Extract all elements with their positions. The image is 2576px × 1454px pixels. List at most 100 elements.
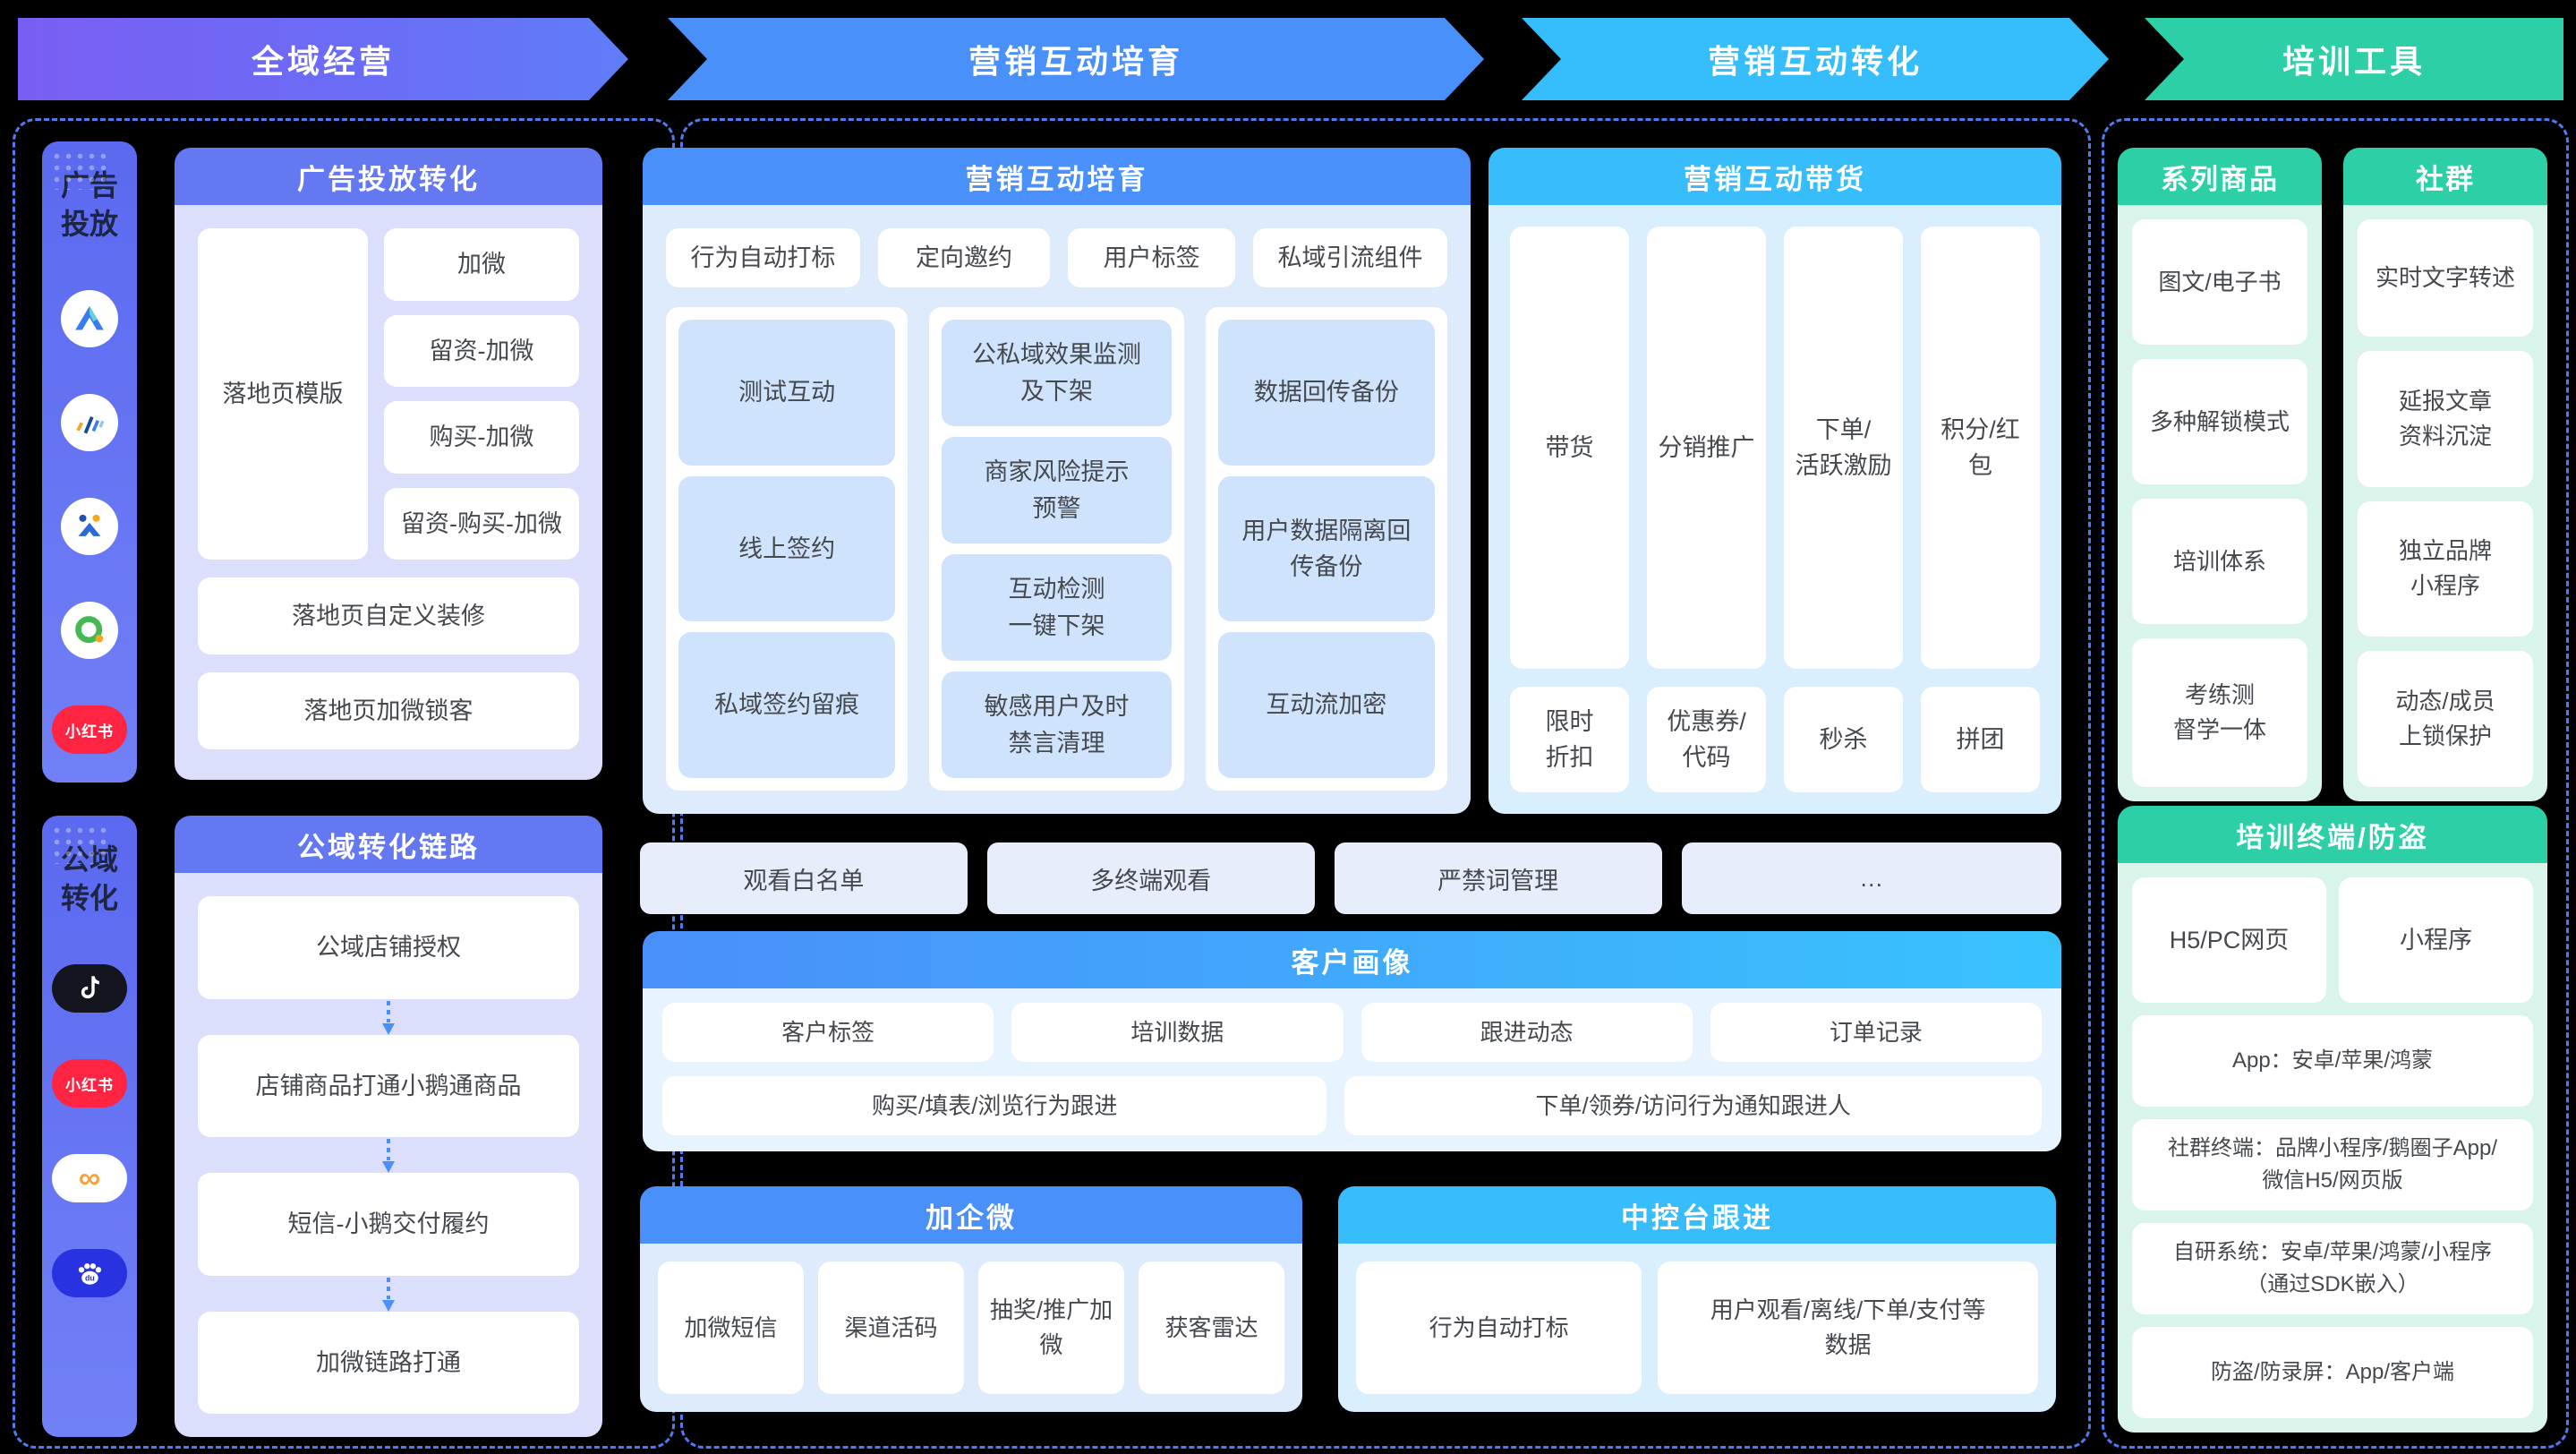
- node-tag: 私域引流组件: [1253, 228, 1447, 287]
- section-community: 社群 实时文字转述 延报文章 资料沉淀 独立品牌 小程序 动态/成员 上锁保护: [2343, 148, 2547, 801]
- node-chain-step: 加微链路打通: [198, 1311, 579, 1414]
- section-header: 培训终端/防盗: [2118, 806, 2547, 863]
- node-sell-mode: 分销推广: [1647, 227, 1766, 669]
- node-community: 实时文字转述: [2358, 219, 2533, 337]
- node-path: 留资-加微: [384, 314, 579, 387]
- node-feature: 商家风险提示 预警: [942, 437, 1172, 543]
- flow-step-label: 营销互动培育: [968, 43, 1183, 80]
- node-console: 用户观看/离线/下单/支付等 数据: [1658, 1262, 2038, 1394]
- node-sell-mode: 积分/红包: [1921, 227, 2040, 669]
- node-landing-custom: 落地页自定义装修: [198, 577, 579, 654]
- node-series: 培训体系: [2132, 499, 2307, 625]
- rail-public-label: 公域 转化: [60, 843, 118, 915]
- node-watch-feature: 严禁词管理: [1334, 842, 1662, 914]
- node-landing-template: 落地页模版: [198, 228, 368, 560]
- node-series: 多种解锁模式: [2132, 359, 2307, 485]
- nurture-column-1: 测试互动 线上签约 私域签约留痕: [666, 307, 908, 791]
- xiaohongshu-label: 小红书: [65, 1076, 114, 1094]
- node-console: 行为自动打标: [1356, 1262, 1642, 1394]
- node-terminal: 小程序: [2339, 877, 2533, 1003]
- infinity-glyph: ∞: [78, 1161, 101, 1196]
- selling-promo-row: 限时 折扣 优惠券/ 代码 秒杀 拼团: [1510, 687, 2040, 792]
- node-profile: 购买/填表/浏览行为跟进: [662, 1076, 1327, 1135]
- tencent-ads-icon: [61, 290, 118, 348]
- node-path: 加微: [384, 228, 579, 301]
- section-series-products: 系列商品 图文/电子书 多种解锁模式 培训体系 考练测 督学一体: [2118, 148, 2322, 801]
- node-tag: 定向邀约: [877, 228, 1051, 287]
- section-header: 加企微: [640, 1186, 1302, 1244]
- wechat-channels-icon: ∞: [52, 1154, 127, 1203]
- node-feature: 互动检测 一键下架: [942, 554, 1172, 661]
- node-terminal: App：安卓/苹果/鸿蒙: [2132, 1015, 2533, 1107]
- flow-step-label: 营销互动转化: [1707, 43, 1923, 80]
- rail-public-icons: 小红书 ∞ du: [52, 964, 127, 1298]
- baidu-du-label: du: [85, 1274, 95, 1283]
- terminal-top-row: H5/PC网页 小程序: [2132, 877, 2533, 1003]
- flow-step-training: 培训工具: [2145, 18, 2563, 100]
- section-body: 图文/电子书 多种解锁模式 培训体系 考练测 督学一体: [2118, 205, 2322, 801]
- section-header: 客户画像: [643, 931, 2061, 988]
- section-nurture: 营销互动培育 行为自动打标 定向邀约 用户标签 私域引流组件 测试互动 线上签约…: [643, 148, 1471, 814]
- flow-step-label: 全域经营: [251, 43, 395, 80]
- flow-step-nurture: 营销互动培育: [668, 18, 1484, 100]
- watch-feature-row: 观看白名单 多终端观看 严禁词管理 …: [640, 842, 2061, 914]
- section-body: 带货 分销推广 下单/ 活跃激励 积分/红包 限时 折扣 优惠券/ 代码 秒杀 …: [1488, 205, 2061, 814]
- section-public-chain: 公域转化链路 公域店铺授权 店铺商品打通小鹅通商品 短信-小鹅交付履约 加微链路…: [175, 816, 602, 1437]
- section-body: 行为自动打标 用户观看/离线/下单/支付等 数据: [1338, 1244, 2056, 1412]
- node-qiwei: 获客雷达: [1139, 1262, 1284, 1394]
- section-qiwei: 加企微 加微短信 渠道活码 抽奖/推广加微 获客雷达: [640, 1186, 1302, 1412]
- node-qiwei: 渠道活码: [818, 1262, 964, 1394]
- node-feature: 互动流加密: [1217, 632, 1435, 779]
- node-promo: 拼团: [1921, 687, 2040, 792]
- 360-search-icon: [61, 602, 118, 660]
- section-body: 加微短信 渠道活码 抽奖/推广加微 获客雷达: [640, 1244, 1302, 1412]
- node-feature: 私域签约留痕: [678, 632, 896, 779]
- rail-ad-icons: 小红书: [52, 290, 127, 755]
- node-series: 考练测 督学一体: [2132, 638, 2307, 787]
- node-tag: 行为自动打标: [666, 228, 860, 287]
- flow-step-label: 培训工具: [2282, 43, 2426, 80]
- selling-columns: 带货 分销推广 下单/ 活跃激励 积分/红包: [1510, 227, 2040, 669]
- node-series: 图文/电子书: [2132, 219, 2307, 346]
- section-terminal: 培训终端/防盗 H5/PC网页 小程序 App：安卓/苹果/鸿蒙 社群终端：品牌…: [2118, 806, 2547, 1433]
- node-feature: 公私域效果监测 及下架: [942, 320, 1172, 426]
- node-profile: 下单/领券/访问行为通知跟进人: [1344, 1076, 2042, 1135]
- console-row: 行为自动打标 用户观看/离线/下单/支付等 数据: [1356, 1262, 2038, 1394]
- node-tag: 用户标签: [1068, 228, 1236, 287]
- section-selling: 营销互动带货 带货 分销推广 下单/ 活跃激励 积分/红包 限时 折扣 优惠券/…: [1488, 148, 2061, 814]
- node-community: 独立品牌 小程序: [2358, 500, 2533, 637]
- rail-public-conversion: 公域 转化 小红书 ∞ du: [42, 816, 137, 1437]
- node-qiwei: 抽奖/推广加微: [978, 1262, 1124, 1394]
- section-console: 中控台跟进 行为自动打标 用户观看/离线/下单/支付等 数据: [1338, 1186, 2056, 1412]
- section-header: 社群: [2343, 148, 2547, 205]
- node-sell-mode: 下单/ 活跃激励: [1784, 227, 1903, 669]
- section-customer-profile: 客户画像 客户标签 培训数据 跟进动态 订单记录 购买/填表/浏览行为跟进 下单…: [643, 931, 2061, 1151]
- node-community: 延报文章 资料沉淀: [2358, 350, 2533, 487]
- node-promo: 限时 折扣: [1510, 687, 1629, 792]
- node-feature: 数据回传备份: [1217, 320, 1435, 466]
- section-body: 客户标签 培训数据 跟进动态 订单记录 购买/填表/浏览行为跟进 下单/领券/访…: [643, 988, 2061, 1151]
- section-body: 行为自动打标 定向邀约 用户标签 私域引流组件 测试互动 线上签约 私域签约留痕…: [643, 205, 1471, 814]
- profile-row-2: 购买/填表/浏览行为跟进 下单/领券/访问行为通知跟进人: [662, 1076, 2042, 1135]
- node-feature: 线上签约: [678, 475, 896, 622]
- down-arrow-icon: [198, 1276, 579, 1312]
- section-header: 系列商品: [2118, 148, 2322, 205]
- node-community: 动态/成员 上锁保护: [2358, 651, 2533, 787]
- region-training: [2102, 118, 2569, 1449]
- node-sell-mode: 带货: [1510, 227, 1629, 669]
- node-terminal: H5/PC网页: [2132, 877, 2326, 1003]
- baidu-marketing-icon: [61, 498, 118, 556]
- node-profile: 跟进动态: [1361, 1003, 1693, 1062]
- section-header: 营销互动带货: [1488, 148, 2061, 205]
- node-terminal: 防盗/防录屏：App/客户端: [2132, 1327, 2533, 1418]
- node-watch-feature-more: …: [1681, 842, 2061, 914]
- xiaohongshu-label: 小红书: [65, 723, 114, 740]
- xiaohongshu-icon: 小红书: [52, 706, 127, 755]
- flow-step-quanyu: 全域经营: [18, 18, 628, 100]
- profile-row-1: 客户标签 培训数据 跟进动态 订单记录: [662, 1003, 2042, 1062]
- section-body: 实时文字转述 延报文章 资料沉淀 独立品牌 小程序 动态/成员 上锁保护: [2343, 205, 2547, 801]
- nurture-column-2: 公私域效果监测 及下架 商家风险提示 预警 互动检测 一键下架 敏感用户及时 禁…: [929, 307, 1184, 791]
- ad-top-group: 落地页模版 加微 留资-加微 购买-加微 留资-购买-加微: [198, 228, 579, 560]
- node-chain-step: 公域店铺授权: [198, 896, 579, 999]
